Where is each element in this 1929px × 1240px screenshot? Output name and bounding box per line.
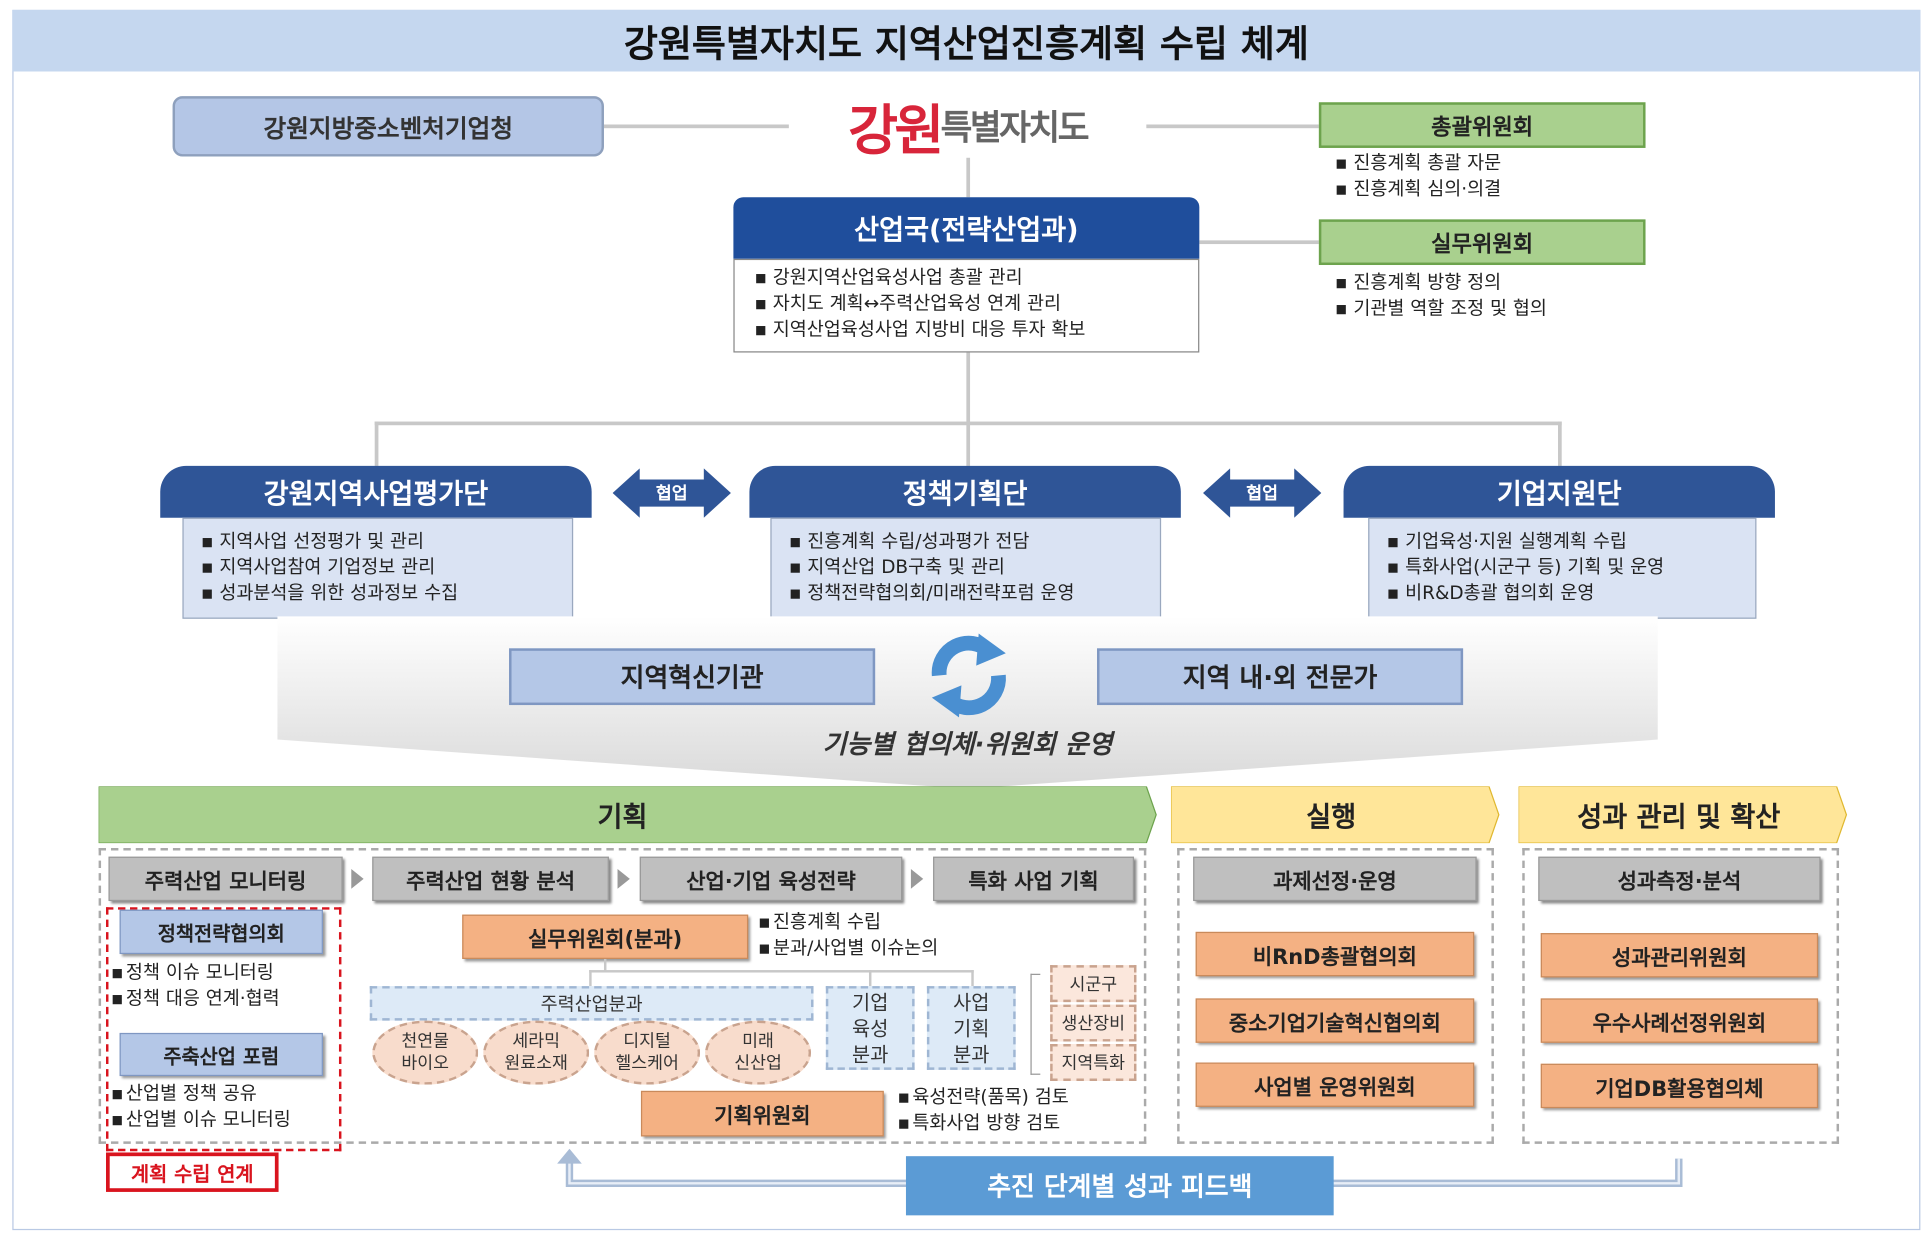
industry-forum: 주축산업 포럼: [119, 1032, 323, 1077]
main-industry-subcommittee: 주력산업분과: [369, 986, 814, 1021]
working-committee: 실무위원회: [1318, 219, 1646, 266]
step-special-project: 특화 사업 기획: [933, 856, 1134, 902]
plan-link-label: 계획 수립 연계: [106, 1152, 279, 1192]
department-bullets: 강원지역산업육성사업 총괄 관리자치도 계획↔주력산업육성 연계 관리지역산업육…: [733, 258, 1200, 353]
phase-execution: 실행: [1306, 801, 1357, 833]
working-committee-bullets: 진흥계획 방향 정의기관별 역할 조정 및 협의: [1335, 270, 1547, 322]
step-analysis: 주력산업 현황 분석: [372, 856, 609, 902]
connector: [971, 970, 974, 987]
group-evaluation-header: 강원지역사업평가단: [160, 465, 592, 518]
policy-council: 정책전략협의회: [119, 909, 323, 955]
smba-box: 강원지방중소벤처기업청: [172, 96, 604, 157]
step-strategy: 산업·기업 육성전략: [639, 856, 903, 902]
general-committee: 총괄위원회: [1318, 102, 1646, 148]
industry-forum-bullets: 산업별 정책 공유산업별 이슈 모니터링: [111, 1081, 291, 1133]
regional-innovation-box: 지역혁신기관: [509, 648, 876, 706]
group-business-header: 기업지원단: [1343, 465, 1775, 518]
double-arrow-icon: [612, 468, 731, 518]
connector: [603, 124, 789, 129]
cycle-icon: [931, 633, 1006, 718]
group-policy-header: 정책기획단: [749, 465, 1181, 518]
double-arrow-icon: [1203, 468, 1322, 518]
planning-committee-bullets: 육성전략(품목) 검토특화사업 방향 검토: [897, 1085, 1068, 1137]
connector: [374, 421, 1562, 426]
connector: [589, 970, 592, 987]
connector: [966, 157, 971, 198]
connector: [966, 352, 971, 466]
phase-bar-execution: [1170, 786, 1500, 844]
connector: [603, 958, 607, 972]
department-header: 산업국(전략산업과): [733, 197, 1200, 259]
collab-arrow: 협업: [612, 468, 731, 518]
group-evaluation-bullets: 지역사업 선정평가 및 관리지역사업참여 기업정보 관리성과분석을 위한 성과정…: [182, 517, 574, 619]
execution-item: 중소기업기술혁신협의회: [1195, 998, 1475, 1043]
connector: [374, 421, 379, 466]
regional-equipment: 생산장비: [1050, 1004, 1137, 1042]
group-business-bullets: 기업육성·지원 실행계획 수립특화사업(시군구 등) 기획 및 운영비R&D총괄…: [1368, 517, 1757, 619]
general-committee-bullets: 진흥계획 총괄 자문진흥계획 심의·의결: [1335, 150, 1501, 202]
step-task-selection: 과제선정·운영: [1193, 856, 1477, 902]
step-monitoring: 주력산업 모니터링: [108, 856, 343, 902]
step-performance-measure: 성과측정·분석: [1538, 856, 1821, 902]
group-policy-bullets: 진흥계획 수립/성과평가 전담지역산업 DB구축 및 관리정책전략협의회/미래전…: [770, 517, 1162, 619]
step-arrow-icon: [617, 868, 630, 889]
working-subcommittee: 실무위원회(분과): [462, 914, 749, 959]
collab-arrow: 협업: [1203, 468, 1322, 518]
performance-container: [1522, 848, 1840, 1144]
connector: [589, 970, 974, 973]
execution-item: 비RnD총괄협의회: [1195, 931, 1475, 977]
feedback-box: 추진 단계별 성과 피드백: [905, 1156, 1334, 1216]
performance-item: 성과관리위원회: [1540, 933, 1819, 978]
bracket: [1030, 973, 1041, 1075]
plan-link-container: [106, 907, 342, 1152]
policy-council-bullets: 정책 이슈 모니터링정책 대응 연계·협력: [111, 960, 280, 1012]
connector: [1146, 124, 1319, 129]
phase-planning: 기획: [597, 801, 648, 833]
experts-box: 지역 내·외 전문가: [1097, 648, 1464, 706]
planning-container: [98, 848, 1147, 1144]
execution-container: [1177, 848, 1494, 1144]
function-caption: 기능별 협의체·위원회 운영: [822, 729, 1113, 760]
performance-item: 우수사례선정위원회: [1540, 998, 1819, 1043]
phase-performance: 성과 관리 및 확산: [1577, 801, 1781, 833]
phase-bar-planning: [98, 786, 1157, 844]
step-arrow-icon: [351, 868, 364, 889]
page-title: 강원특별자치도 지역산업진흥계획 수립 체계: [12, 9, 1921, 72]
working-subcommittee-bullets: 진흥계획 수립분과/사업별 이슈논의: [758, 910, 938, 962]
performance-item: 기업DB활용협의체: [1540, 1063, 1819, 1109]
connector: [868, 970, 872, 987]
step-arrow-icon: [910, 868, 924, 889]
planning-committee: 기획위원회: [640, 1090, 884, 1137]
connector: [1558, 421, 1562, 466]
phase-bar-performance: [1518, 786, 1848, 844]
execution-item: 사업별 운영위원회: [1195, 1062, 1475, 1107]
connector: [1199, 240, 1319, 245]
regional-special: 지역특화: [1050, 1044, 1137, 1081]
regional-sigungu: 시군구: [1050, 965, 1137, 1003]
